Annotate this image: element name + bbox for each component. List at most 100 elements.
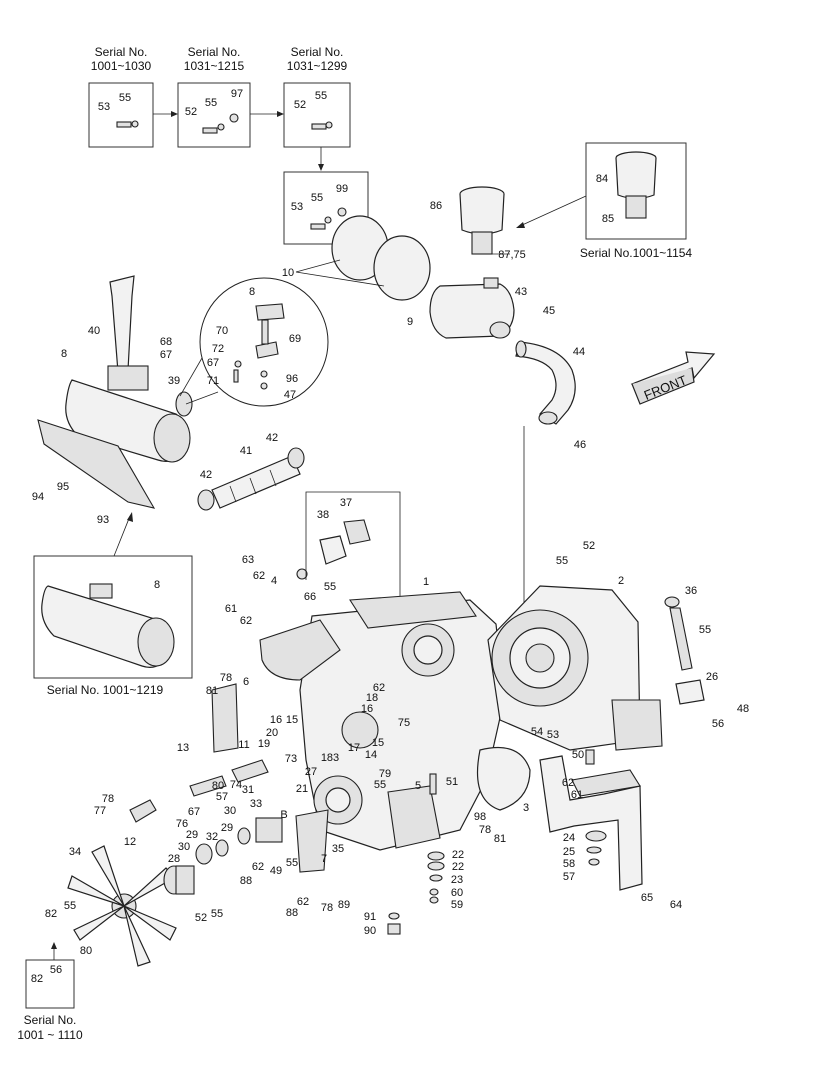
callout-81b: 81 <box>494 833 506 845</box>
callout-50: 50 <box>572 749 584 761</box>
callout-b2-97: 97 <box>231 88 243 100</box>
callout-57b: 57 <box>563 871 575 883</box>
callout-30a: 30 <box>224 805 236 817</box>
air-cleaner-clamps <box>295 215 431 301</box>
callout-16a: 16 <box>361 703 373 715</box>
callout-12: 12 <box>124 836 136 848</box>
callout-15b: 15 <box>372 737 384 749</box>
callout-20: 20 <box>266 727 278 739</box>
serial-caption: 1001 ~ 1110 <box>17 1028 83 1042</box>
callout-32: 32 <box>206 831 218 843</box>
callout-49: 49 <box>270 865 282 877</box>
callout-72: 72 <box>212 343 224 355</box>
callout-93: 93 <box>97 514 109 526</box>
air-cleaner-body <box>429 277 515 339</box>
callout-b3-52: 52 <box>294 99 306 111</box>
callout-b4-99: 99 <box>336 183 348 195</box>
callout-7: 7 <box>321 853 327 865</box>
callout-54: 54 <box>531 726 543 738</box>
serial-caption: 1001~1030 <box>91 59 152 73</box>
callout-88b: 88 <box>286 907 298 919</box>
serial-caption: Serial No. <box>95 45 148 59</box>
callout-43: 43 <box>515 286 527 298</box>
callout-69: 69 <box>289 333 301 345</box>
callout-81a: 81 <box>206 685 218 697</box>
callout-79: 79 <box>379 768 391 780</box>
callout-52a: 52 <box>583 540 595 552</box>
serial-box-muffler: Serial No. 1001~1219 <box>33 512 193 697</box>
callout-77: 77 <box>94 805 106 817</box>
callout-23: 23 <box>451 874 463 886</box>
callout-b6-82: 82 <box>31 973 43 985</box>
callout-62a: 62 <box>253 570 265 582</box>
callout-16b: 16 <box>270 714 282 726</box>
tensioner-parts <box>129 683 595 873</box>
callout-27: 27 <box>305 766 317 778</box>
callout-75: 75 <box>398 717 410 729</box>
callout-85: 85 <box>602 213 614 225</box>
callout-b4-53: 53 <box>291 201 303 213</box>
turbo-elbow <box>296 491 401 620</box>
callout-5: 5 <box>415 780 421 792</box>
intake-hose <box>515 340 576 620</box>
callout-73: 73 <box>285 753 297 765</box>
callout-76: 76 <box>176 818 188 830</box>
callout-11: 11 <box>238 739 249 751</box>
callout-21: 21 <box>296 783 308 795</box>
callout-61b: 61 <box>571 789 583 801</box>
callout-62d: 62 <box>562 777 574 789</box>
callout-b3-55: 55 <box>315 90 327 102</box>
callout-36: 36 <box>685 585 697 597</box>
engine-block <box>259 591 531 851</box>
callout-95: 95 <box>57 481 69 493</box>
callout-34: 34 <box>69 846 81 858</box>
callout-3: 3 <box>523 802 529 814</box>
callout-74: 74 <box>230 779 242 791</box>
callout-67b: 67 <box>207 357 219 369</box>
callout-71: 71 <box>207 375 219 387</box>
callout-94: 94 <box>32 491 44 503</box>
callout-17: 17 <box>348 742 360 754</box>
serial-caption: 1031~1299 <box>287 59 348 73</box>
callout-41: 41 <box>240 445 252 457</box>
callout-55f: 55 <box>64 900 76 912</box>
callout-37: 37 <box>340 497 352 509</box>
callout-47: 47 <box>284 389 296 401</box>
callout-2: 2 <box>618 575 624 587</box>
callout-24: 24 <box>563 832 575 844</box>
callout-28: 28 <box>168 853 180 865</box>
callout-13: 13 <box>177 742 189 754</box>
radiator-shroud <box>487 585 663 751</box>
precleaner-part <box>459 186 510 255</box>
callout-53: 53 <box>547 729 559 741</box>
callout-86: 86 <box>430 200 442 212</box>
mount-stack <box>427 830 607 904</box>
callout-62e: 62 <box>252 861 264 873</box>
callout-62c: 62 <box>373 682 385 694</box>
callout-b1-55: 55 <box>119 92 131 104</box>
callout-82a: 82 <box>45 908 57 920</box>
callout-8a: 8 <box>61 348 67 360</box>
callout-39: 39 <box>168 375 180 387</box>
front-direction-arrow: FRONT <box>630 351 716 405</box>
serial-box-1001-1030: Serial No. 1001~1030 <box>88 45 154 148</box>
serial-box-fan-bolts: Serial No. 1001 ~ 1110 <box>17 942 83 1042</box>
serial-caption: Serial No. <box>291 45 344 59</box>
callout-29b: 29 <box>221 822 233 834</box>
callout-45: 45 <box>543 305 555 317</box>
callout-80b: 80 <box>80 945 92 957</box>
callout-80a: 80 <box>212 780 224 792</box>
callout-8c: 8 <box>154 579 160 591</box>
callout-78a: 78 <box>220 672 232 684</box>
serial-caption: Serial No.1001~1154 <box>580 246 693 260</box>
callout-55g: 55 <box>211 908 223 920</box>
callout-1: 1 <box>423 576 429 588</box>
callout-31: 31 <box>242 784 254 796</box>
callout-29a: 29 <box>186 829 198 841</box>
callout-60: 60 <box>451 887 463 899</box>
callout-59: 59 <box>451 899 463 911</box>
callout-25: 25 <box>563 846 575 858</box>
callout-9: 9 <box>407 316 413 328</box>
callout-55a: 55 <box>324 581 336 593</box>
